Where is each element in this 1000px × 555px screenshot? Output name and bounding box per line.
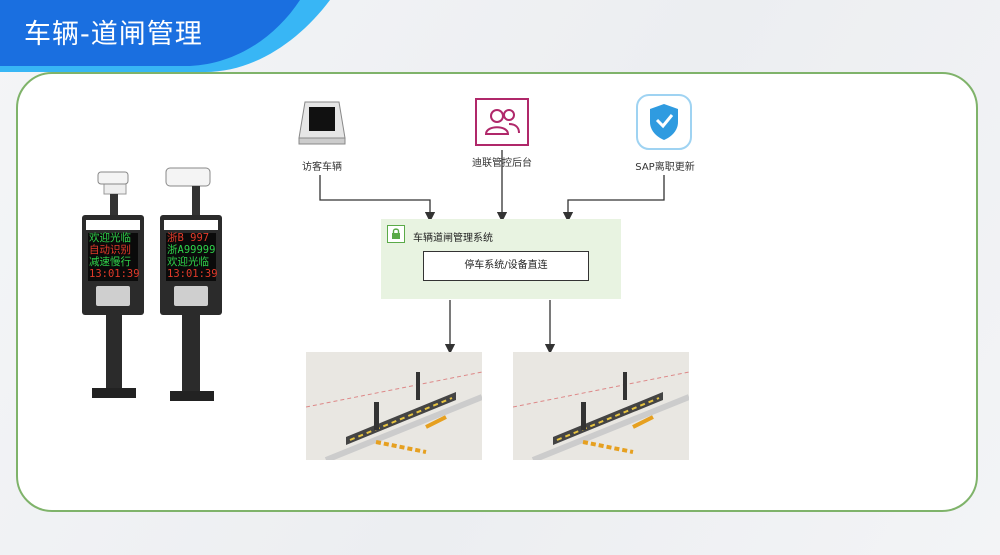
led-line: 减速慢行 — [89, 256, 131, 268]
terminal-2 — [160, 167, 222, 401]
source-label-sap: SAP离职更新 — [635, 162, 695, 173]
terminal-1 — [82, 171, 144, 398]
users-icon — [475, 98, 529, 146]
system-title: 车辆道闸管理系统 — [413, 233, 493, 244]
gate-management-system: 车辆道闸管理系统 停车系统/设备直连 — [381, 219, 621, 299]
led-line: 13:01:39 — [167, 268, 218, 280]
led-line: 13:01:39 — [89, 268, 140, 280]
parking-terminals-illustration — [82, 167, 222, 401]
led-line: 浙B 997 — [167, 232, 210, 244]
header-banner — [0, 0, 330, 72]
shield-check-icon — [636, 94, 692, 150]
barrier-gate-icon — [306, 352, 482, 460]
led-line: 浙A99999 — [167, 244, 216, 256]
parking-direct-connect: 停车系统/设备直连 — [423, 251, 589, 281]
lock-icon — [387, 225, 405, 243]
led-line: 欢迎光临 — [167, 256, 209, 268]
visitor-terminal-icon — [298, 101, 346, 145]
barrier-gate-icon — [513, 352, 689, 460]
led-line: 自动识别 — [89, 244, 131, 256]
page-title: 车辆-道闸管理 — [24, 19, 203, 50]
source-label-visitor: 访客车辆 — [302, 162, 342, 173]
led-line: 欢迎光临 — [89, 232, 131, 244]
